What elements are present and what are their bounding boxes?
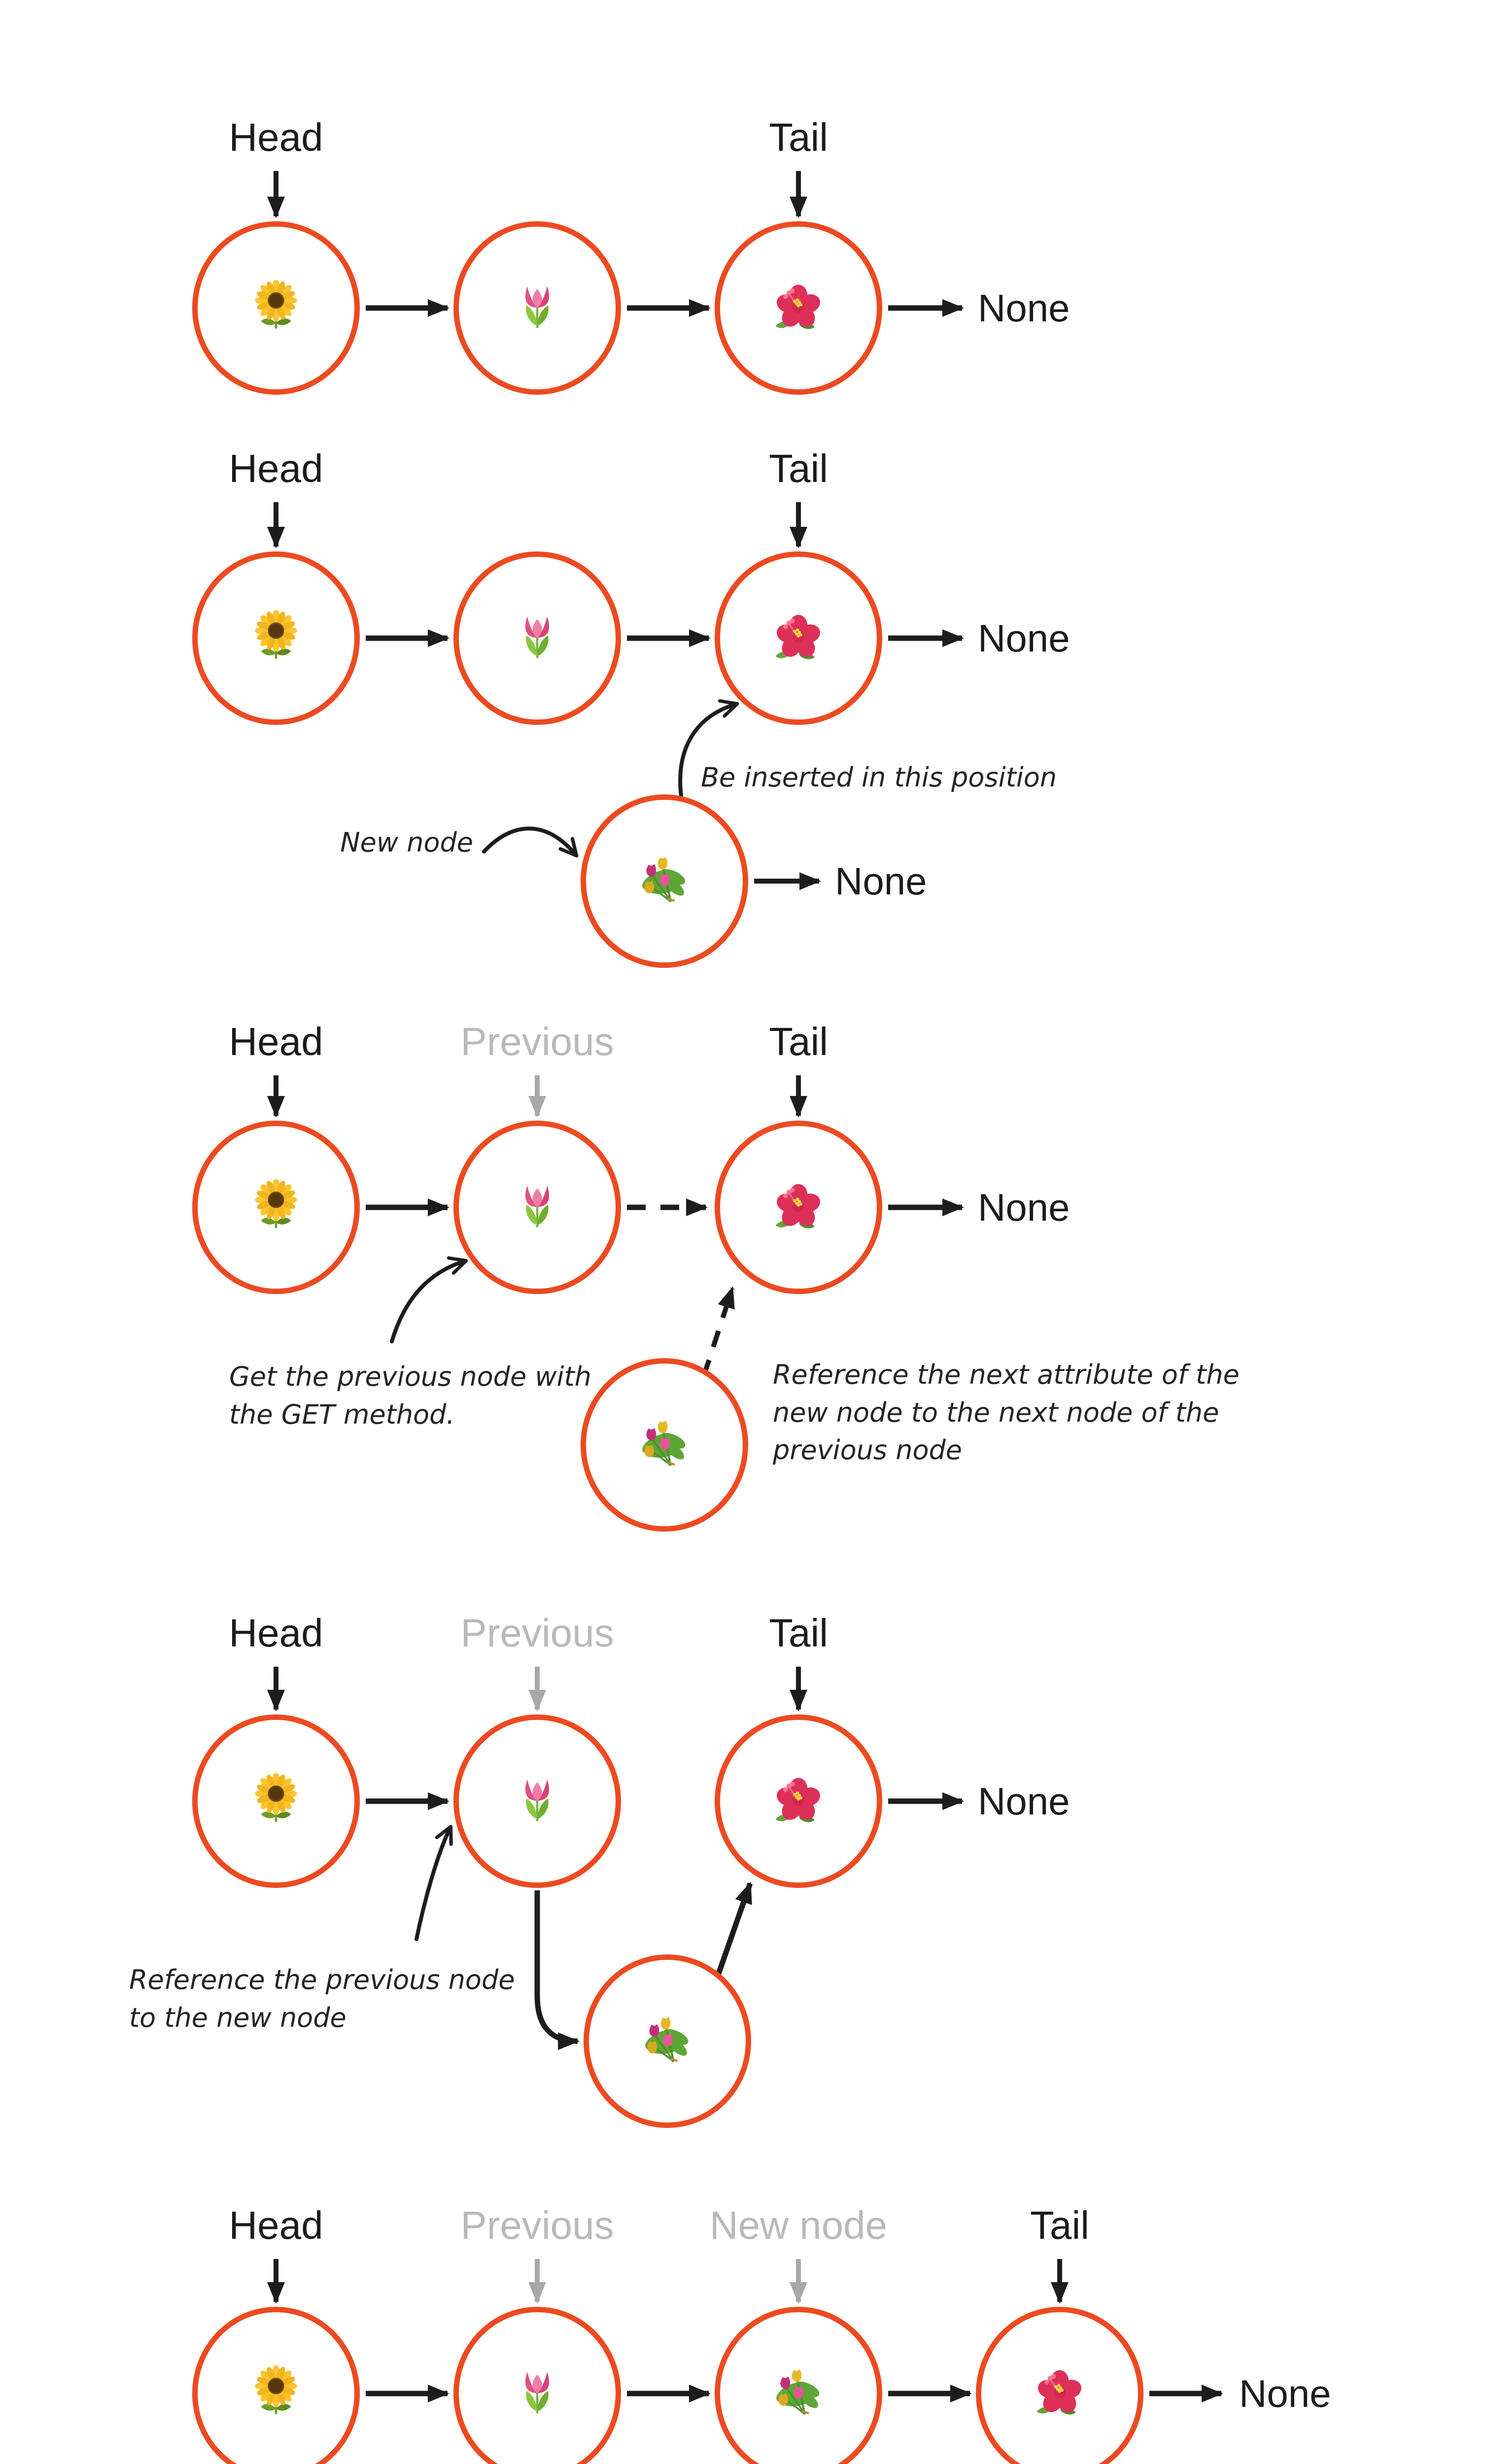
bouquet-icon	[636, 2010, 698, 2072]
node-tulip-3	[453, 1121, 621, 1294]
hibiscus-icon	[770, 1773, 827, 1830]
node-sunflower-3	[192, 1121, 360, 1294]
sunflower-icon	[248, 610, 304, 666]
head-label-4: Head	[229, 1611, 323, 1655]
node-sunflower-5	[192, 2307, 360, 2464]
tulip-icon	[510, 1180, 564, 1234]
head-label-2: Head	[229, 446, 323, 490]
new-node-bouquet-4	[584, 1954, 751, 2128]
arrow-newnode-pointer-2	[482, 826, 579, 858]
new-node-label-5: New node	[709, 2203, 888, 2247]
none-label-3: None	[978, 1186, 1070, 1229]
node-bouquet-5	[715, 2307, 882, 2464]
node-hibiscus-1	[715, 221, 882, 395]
none-label-4: None	[978, 1780, 1070, 1823]
hibiscus-icon	[1031, 2365, 1088, 2422]
reference-next-line2: new node to the next node of the	[773, 1397, 1219, 1428]
tail-label-2: Tail	[768, 446, 829, 490]
tulip-icon	[510, 611, 564, 665]
tulip-icon	[510, 2366, 564, 2421]
node-hibiscus-5	[976, 2307, 1143, 2464]
new-node-bouquet-3	[581, 1358, 748, 1532]
new-node-bouquet-2	[581, 794, 748, 968]
none-label-2: None	[978, 616, 1070, 660]
arrow-ref-previous-4	[415, 1825, 453, 1941]
reference-next-line1: Reference the next attribute of the	[773, 1359, 1240, 1390]
tail-label-5: Tail	[1030, 2203, 1090, 2247]
reference-previous-line2: to the new node	[129, 2002, 346, 2033]
tail-label-4: Tail	[768, 1611, 829, 1655]
arrow-previous-to-newnode-4	[534, 1890, 580, 2050]
hibiscus-icon	[770, 279, 827, 337]
bouquet-icon	[633, 1414, 695, 1476]
new-node-annotation: New node	[340, 827, 473, 858]
hibiscus-icon	[770, 1179, 827, 1236]
hibiscus-icon	[770, 610, 827, 667]
new-node-none-label-2: None	[835, 859, 927, 903]
tulip-icon	[510, 281, 564, 335]
sunflower-icon	[248, 1179, 304, 1235]
head-label-5: Head	[229, 2203, 323, 2247]
tail-label-3: Tail	[768, 1020, 829, 1063]
node-tulip-5	[453, 2307, 621, 2464]
sunflower-icon	[248, 2365, 304, 2422]
node-tulip-2	[453, 551, 621, 725]
insert-position-annotation: Be inserted in this position	[701, 762, 1057, 793]
reference-next-annotation: Reference the next attribute of the new …	[773, 1356, 1240, 1470]
reference-previous-line1: Reference the previous node	[129, 1964, 515, 1995]
tulip-icon	[510, 1774, 564, 1828]
head-label-3: Head	[229, 1020, 323, 1063]
reference-next-line3: previous node	[773, 1435, 962, 1466]
bouquet-icon	[767, 2362, 829, 2425]
bouquet-icon	[633, 850, 695, 912]
reference-previous-annotation: Reference the previous node to the new n…	[129, 1961, 515, 2037]
previous-label-4: Previous	[460, 1611, 614, 1655]
get-previous-line2: the GET method.	[229, 1399, 455, 1430]
arrow-newnode-next-3-dashed	[701, 1286, 735, 1377]
head-label-1: Head	[229, 115, 323, 159]
node-hibiscus-3	[715, 1121, 882, 1294]
node-sunflower-4	[192, 1714, 360, 1888]
none-label-1: None	[978, 286, 1070, 330]
get-previous-annotation: Get the previous node with the GET metho…	[229, 1358, 591, 1434]
previous-label-3: Previous	[460, 1020, 614, 1063]
node-tulip-1	[453, 221, 621, 395]
arrow-newnode-to-tail-4	[713, 1882, 753, 1983]
node-tulip-4	[453, 1714, 621, 1888]
tail-label-1: Tail	[768, 115, 829, 159]
previous-label-5: Previous	[460, 2203, 614, 2247]
node-hibiscus-2	[715, 551, 882, 725]
node-sunflower-1	[192, 221, 360, 395]
none-label-5: None	[1239, 2372, 1331, 2415]
sunflower-icon	[248, 280, 304, 336]
node-sunflower-2	[192, 551, 360, 725]
arrow-get-previous-3	[390, 1256, 468, 1343]
sunflower-icon	[248, 1773, 304, 1829]
node-hibiscus-4	[715, 1714, 882, 1888]
get-previous-line1: Get the previous node with	[229, 1361, 591, 1392]
